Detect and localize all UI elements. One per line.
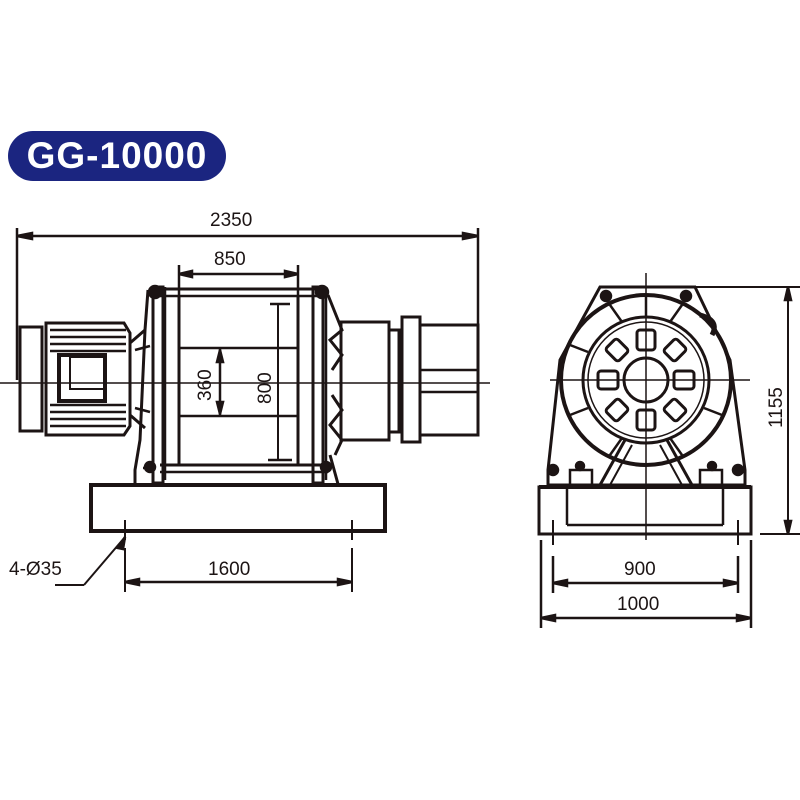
end-view <box>537 273 800 628</box>
dim-end-widths <box>539 520 753 628</box>
gearbox <box>339 315 480 444</box>
left-side-frame <box>133 284 167 485</box>
end-base-frame <box>537 485 753 536</box>
dim-drum-inner <box>215 349 225 415</box>
dim-overall-length <box>15 228 480 385</box>
dim-drum-length <box>177 265 300 300</box>
electric-motor <box>18 321 151 437</box>
right-side-frame <box>311 284 344 485</box>
holes-leader <box>55 536 127 586</box>
dim-hole-width-label: 900 <box>624 559 656 580</box>
dim-overall-height <box>695 286 800 535</box>
model-badge: GG-10000 <box>8 131 226 181</box>
dim-drum-length-label: 850 <box>214 249 246 270</box>
dim-drum-inner-label: 360 <box>195 369 216 401</box>
dim-drum-outer <box>268 302 292 462</box>
wire-drum <box>160 287 328 474</box>
model-label: GG-10000 <box>26 135 208 176</box>
dim-base-width-label: 1000 <box>617 594 659 615</box>
dim-drum-outer-label: 800 <box>255 372 276 404</box>
dim-overall-height-label: 1155 <box>766 387 787 428</box>
base-frame <box>89 483 387 540</box>
dim-overall-length-label: 2350 <box>210 210 252 231</box>
dim-hole-spacing <box>124 548 353 592</box>
side-view <box>0 228 490 592</box>
dim-hole-spacing-label: 1600 <box>208 559 250 580</box>
mount-holes-label: 4-Ø35 <box>9 559 62 580</box>
